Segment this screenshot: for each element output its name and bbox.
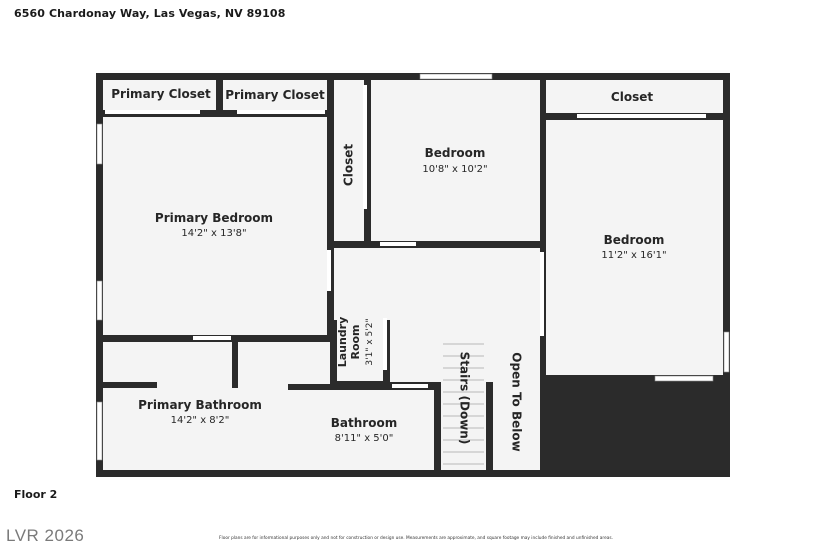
closet-vertical-label: Closet: [342, 144, 356, 186]
laundry-label-line2: Room: [349, 324, 362, 359]
laundry-size: 3'1" x 5'2": [365, 318, 375, 365]
stair-treads: [443, 343, 484, 465]
floor-label: Floor 2: [14, 488, 58, 501]
primary-closet-2-label: Primary Closet: [225, 88, 325, 102]
primary-bathroom-size: 14'2" x 8'2": [171, 415, 230, 426]
bedroom-right-size: 11'2" x 16'1": [601, 250, 666, 261]
laundry-room: [337, 303, 383, 381]
primary-bedroom-label: Primary Bedroom: [155, 211, 273, 225]
closet-right-door: [577, 114, 706, 118]
laundry-label-line1: Laundry: [336, 317, 349, 368]
bathroom-door: [392, 384, 428, 388]
bedroom-right: [546, 120, 723, 375]
closet-vertical-door: [363, 85, 367, 209]
stairs: [441, 329, 486, 470]
bath-partition: [232, 342, 238, 388]
primary-closet-1-label: Primary Closet: [111, 87, 211, 101]
primary-bedroom-door: [327, 250, 331, 291]
bath-partition-stub: [103, 382, 157, 388]
primary-closet-1: [103, 80, 216, 110]
primary-bath-door: [193, 336, 231, 340]
window-left-2: [96, 280, 103, 321]
bedroom-center-label: Bedroom: [425, 146, 486, 160]
open-to-below-label: Open To Below: [510, 352, 524, 451]
closet-top-right-label: Closet: [611, 90, 653, 104]
bathroom-size: 8'11" x 5'0": [335, 433, 394, 444]
open-to-below: [493, 340, 540, 470]
bedroom-right-door: [540, 252, 544, 336]
disclaimer: Floor plans are for informational purpos…: [219, 536, 613, 541]
closet-1-door: [105, 110, 200, 114]
watermark: LVR 2026: [6, 526, 85, 545]
primary-bedroom-size: 14'2" x 13'8": [181, 228, 246, 239]
window-bottom-right: [654, 375, 714, 382]
bathroom-label: Bathroom: [331, 416, 397, 430]
property-address: 6560 Chardonay Way, Las Vegas, NV 89108: [14, 7, 286, 20]
bedroom-center-size: 10'8" x 10'2": [422, 164, 487, 175]
primary-bedroom: [103, 117, 327, 335]
primary-bathroom-label: Primary Bathroom: [138, 398, 262, 412]
bedroom-right-label: Bedroom: [604, 233, 665, 247]
primary-bathroom: [103, 342, 330, 470]
primary-closet-2: [223, 80, 327, 110]
bathroom: [295, 390, 434, 470]
window-left-1: [96, 123, 103, 165]
window-right: [723, 331, 730, 373]
laundry-door: [383, 318, 387, 370]
window-left-3: [96, 401, 103, 461]
laundry-label-group: Laundry Room 3'1" x 5'2": [336, 317, 375, 368]
stairs-label: Stairs (Down): [458, 352, 472, 445]
bedroom-center-door: [380, 242, 416, 246]
closet-vertical: [334, 80, 364, 241]
closet-2-door: [237, 110, 325, 114]
bedroom-center: [371, 80, 540, 241]
window-top: [419, 73, 493, 80]
closet-top-right: [546, 80, 723, 113]
bath-wall: [288, 384, 330, 390]
